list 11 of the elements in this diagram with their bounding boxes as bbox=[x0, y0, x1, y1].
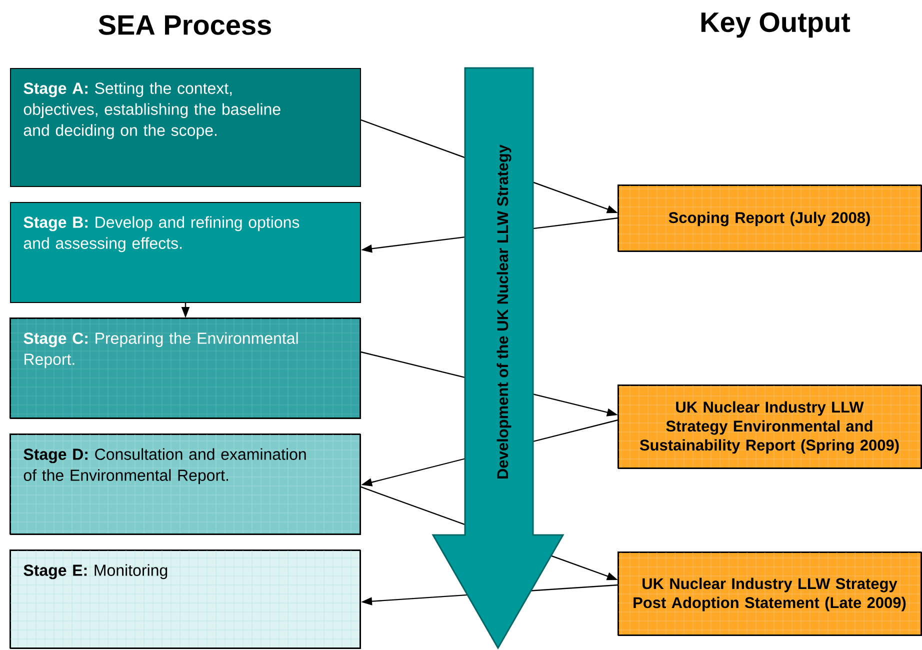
heading: Key Output bbox=[701, 12, 850, 38]
output-box: UK Nuclear Industry LLW Strategy Post Adoption Statement (Late 2009) bbox=[618, 552, 922, 636]
stage-box: Stage E: Monitoring bbox=[10, 550, 361, 649]
stage-box: Stage C: Preparing the Environmental Report. bbox=[10, 318, 361, 419]
output-box: Scoping Report (July 2008) bbox=[618, 184, 922, 252]
stage-box: Stage D: Consultation and examination of the Environmental Report. bbox=[10, 434, 361, 535]
output-box: UK Nuclear Industry LLW Strategy Environmental and Sustainability Report (Spring 2009) bbox=[618, 384, 922, 469]
stage-box: Stage A: Setting the context, objectives, establishing the baseline and deciding on the scope. bbox=[10, 68, 361, 187]
heading: SEA Process bbox=[98, 15, 271, 35]
arrow-label: Development of the UK Nuclear LLW Strategy bbox=[496, 144, 512, 478]
stage-box: Stage B: Develop and refining options and assessing effects. bbox=[10, 202, 361, 303]
